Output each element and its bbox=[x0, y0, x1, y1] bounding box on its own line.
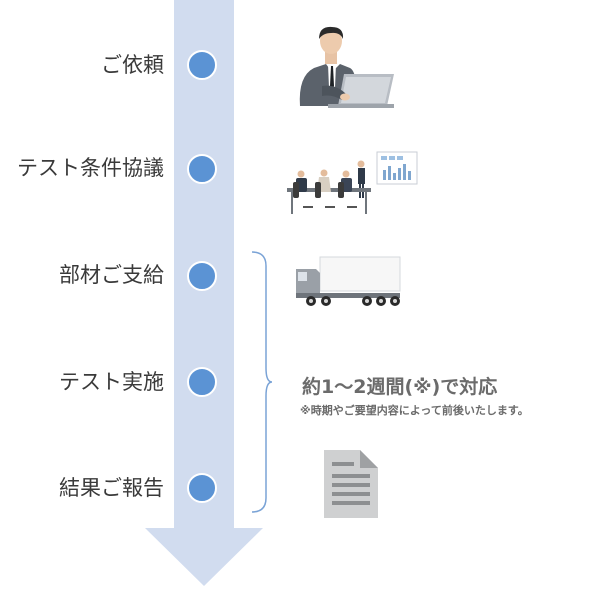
step-label-test-execution: テスト実施 bbox=[59, 370, 164, 394]
step-dot-test-conditions bbox=[187, 154, 217, 184]
step-dot-test-execution bbox=[187, 367, 217, 397]
step-label-result-report: 結果ご報告 bbox=[59, 476, 164, 500]
step-label-parts-supply: 部材ご支給 bbox=[59, 263, 164, 287]
flow-arrow-head bbox=[145, 528, 263, 586]
delivery-truck-icon bbox=[296, 256, 401, 306]
duration-note: ※時期やご要望内容によって前後いたします。 bbox=[300, 404, 529, 417]
step-label-test-conditions: テスト条件協議 bbox=[17, 156, 164, 180]
meeting-presentation-icon bbox=[287, 151, 418, 214]
businessman-laptop-icon bbox=[299, 26, 394, 108]
step-dot-result-report bbox=[187, 473, 217, 503]
step-dot-request bbox=[187, 50, 217, 80]
step-dot-parts-supply bbox=[187, 261, 217, 291]
step-label-request: ご依頼 bbox=[101, 53, 164, 77]
step-group-bracket bbox=[251, 251, 273, 513]
duration-text: 約1～2週間(※)で対応 bbox=[302, 376, 498, 398]
report-document-icon bbox=[324, 450, 378, 518]
